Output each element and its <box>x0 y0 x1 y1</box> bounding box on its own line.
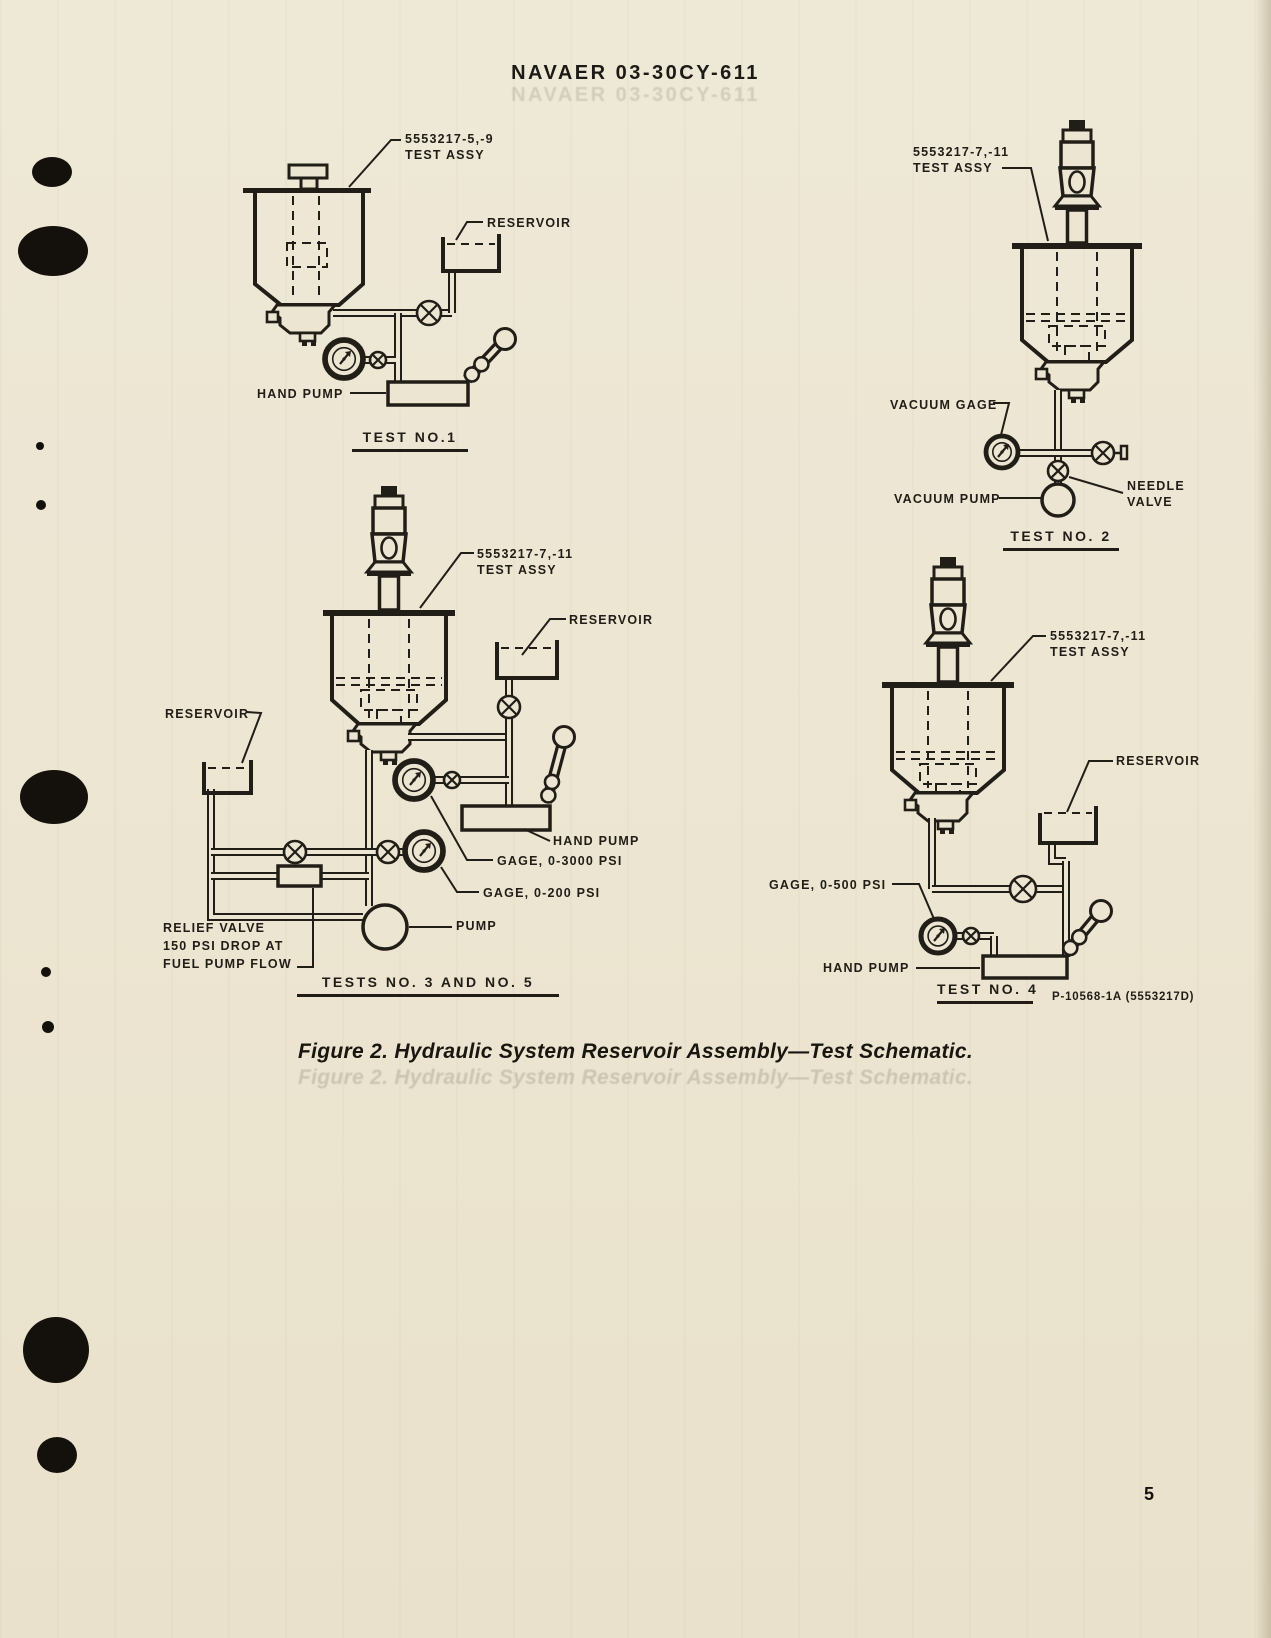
test1-assy-line1: 5553217-5,-9 <box>405 132 494 146</box>
test35-gage-3000-label: GAGE, 0-3000 PSI <box>497 854 623 868</box>
test4-assy-line1: 5553217-7,-11 <box>1050 629 1147 643</box>
test35-assy-line1: 5553217-7,-11 <box>477 547 574 561</box>
test35-gage-200-label: GAGE, 0-200 PSI <box>483 886 601 900</box>
test2-vacuum-pump-label: VACUUM PUMP <box>894 492 1001 506</box>
page-header-ghost: NAVAER 03-30CY-611 <box>511 84 760 106</box>
test35-assy-label: 5553217-7,-11 TEST ASSY <box>477 546 573 578</box>
test35-hand-pump-label: HAND PUMP <box>553 834 640 848</box>
test2-title: TEST NO. 2 <box>1003 528 1119 551</box>
test1-schematic <box>243 139 517 407</box>
test35-relief-valve-label: RELIEF VALVE 150 PSI DROP AT FUEL PUMP F… <box>163 919 292 973</box>
test1-reservoir-label: RESERVOIR <box>487 216 572 230</box>
test4-assy-line2: TEST ASSY <box>1050 645 1130 659</box>
test4-assy-label: 5553217-7,-11 TEST ASSY <box>1050 628 1146 660</box>
page-number: 5 <box>1144 1484 1155 1504</box>
test1-assy-label: 5553217-5,-9 TEST ASSY <box>405 131 494 163</box>
test35-title: TESTS NO. 3 AND NO. 5 <box>297 974 559 997</box>
test4-gage-500-label: GAGE, 0-500 PSI <box>769 878 887 892</box>
test1-title: TEST NO.1 <box>352 429 468 452</box>
figure-caption: Figure 2. Hydraulic System Reservoir Ass… <box>297 1040 973 1063</box>
figure-caption-ghost: Figure 2. Hydraulic System Reservoir Ass… <box>297 1066 973 1089</box>
test1-hand-pump-label: HAND PUMP <box>257 387 344 401</box>
page-header: NAVAER 03-30CY-611 <box>511 62 760 84</box>
test2-needle-line1: NEEDLE <box>1127 479 1185 493</box>
test1-assy-line2: TEST ASSY <box>405 148 485 162</box>
test2-assy-label: 5553217-7,-11 TEST ASSY <box>913 144 1009 176</box>
test4-hand-pump-label: HAND PUMP <box>823 961 910 975</box>
test2-assy-line2: TEST ASSY <box>913 161 993 175</box>
test2-schematic <box>983 120 1142 518</box>
test35-relief-line2: 150 PSI DROP AT <box>163 939 284 953</box>
test2-assy-line1: 5553217-7,-11 <box>913 145 1010 159</box>
test35-reservoir-left-label: RESERVOIR <box>165 707 250 721</box>
tests3and5-schematic <box>202 486 576 968</box>
test35-pump-label: PUMP <box>456 919 497 933</box>
drawing-reference: P-10568-1A (5553217D) <box>1052 991 1195 1003</box>
test35-assy-line2: TEST ASSY <box>477 563 557 577</box>
test35-reservoir-right-label: RESERVOIR <box>569 613 654 627</box>
test35-relief-line1: RELIEF VALVE <box>163 921 266 935</box>
punch-marks <box>18 157 89 1473</box>
test2-vacuum-gage-label: VACUUM GAGE <box>890 398 998 412</box>
test35-relief-line3: FUEL PUMP FLOW <box>163 957 292 971</box>
test2-needle-valve-label: NEEDLE VALVE <box>1127 478 1185 510</box>
page-edge-shading <box>1255 0 1271 1638</box>
test4-reservoir-label: RESERVOIR <box>1116 754 1201 768</box>
test4-title: TEST NO. 4 <box>937 981 1036 1004</box>
test4-schematic <box>882 557 1113 980</box>
test2-needle-line2: VALVE <box>1127 495 1173 509</box>
